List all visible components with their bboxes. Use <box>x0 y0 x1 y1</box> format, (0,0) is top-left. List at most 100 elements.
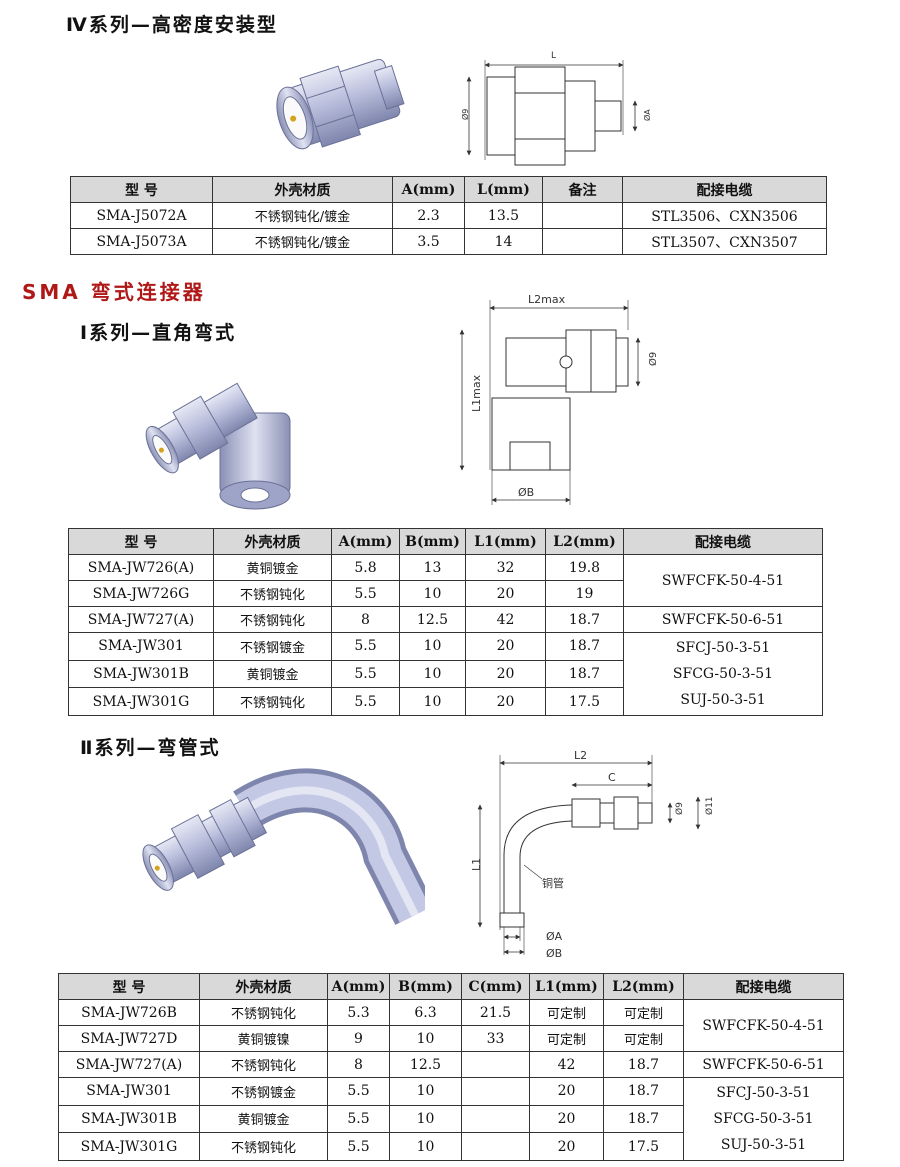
th-material: 外壳材质 <box>199 973 328 1000</box>
cell-material: 黄铜镀金 <box>213 659 332 689</box>
cell-b: 10 <box>399 580 466 607</box>
section-iv-title: Ⅳ系列—高密度安装型 <box>66 14 278 36</box>
cell-model: SMA-JW301B <box>68 659 214 689</box>
dim-d9-label: Ø9 <box>674 802 685 815</box>
cell-b: 10 <box>389 1077 462 1106</box>
cell-material: 黄铜镀金 <box>213 554 332 581</box>
dim-d11-label: Ø11 <box>704 796 715 815</box>
cell-material: 不锈钢镀金 <box>213 632 332 661</box>
cell-remark <box>542 228 623 255</box>
cell-l1: 可定制 <box>529 1025 604 1052</box>
cell-model: SMA-JW301G <box>58 1132 200 1161</box>
th-model: 型 号 <box>70 176 213 203</box>
table-row: SMA-JW727D 黄铜镀镍 9 10 33 可定制 可定制 <box>58 1025 844 1052</box>
th-cable: 配接电缆 <box>622 176 827 203</box>
cell-a: 5.5 <box>327 1104 390 1134</box>
cell-model: SMA-JW727(A) <box>58 1051 200 1078</box>
table-row: SMA-JW727(A) 不锈钢钝化 8 12.5 42 18.7 SWFCFK… <box>68 606 823 633</box>
table-row: SMA-J5072A 不锈钢钝化/镀金 2.3 13.5 STL3506、CXN… <box>70 202 827 229</box>
cell-b: 12.5 <box>389 1051 462 1078</box>
cell-b: 10 <box>399 687 466 716</box>
table-row: SMA-JW301G 不锈钢钝化 5.5 10 20 17.5 <box>58 1132 844 1161</box>
cell-material: 不锈钢钝化 <box>199 999 328 1026</box>
cell-a: 5.3 <box>327 999 390 1026</box>
cell-model: SMA-JW301 <box>68 632 214 661</box>
th-b: B(mm) <box>389 973 462 1000</box>
cell-cable: SWFCFK-50-6-51 <box>683 1051 844 1078</box>
cell-material: 不锈钢钝化 <box>199 1132 328 1161</box>
table-row: SMA-JW301B 黄铜镀金 5.5 10 20 18.7 <box>68 659 823 689</box>
dim-l1-label: L1 <box>470 858 483 871</box>
connector-i-image <box>145 382 291 510</box>
cell-material: 黄铜镀镍 <box>199 1025 328 1052</box>
cell-cable: SUJ-50-3-51 <box>720 1137 807 1153</box>
cell-l2: 19 <box>545 580 624 607</box>
cell-model: SMA-JW726G <box>68 580 214 607</box>
cell-b: 10 <box>389 1132 462 1161</box>
cell-c <box>461 1051 530 1078</box>
cell-cable-group: SFCJ-50-3-51 SFCG-50-3-51 SUJ-50-3-51 <box>683 1077 844 1161</box>
dim-l2max-label: L2max <box>528 293 566 306</box>
cell-l1: 32 <box>465 554 546 581</box>
th-cable: 配接电缆 <box>623 528 823 555</box>
cell-a: 9 <box>327 1025 390 1052</box>
cell-l2: 18.7 <box>603 1104 684 1134</box>
th-l1: L1(mm) <box>465 528 546 555</box>
cell-cable-group: SFCJ-50-3-51 SFCG-50-3-51 SUJ-50-3-51 <box>623 632 823 716</box>
cell-c <box>461 1132 530 1161</box>
cell-l2: 可定制 <box>603 1025 684 1052</box>
cell-b: 10 <box>399 632 466 661</box>
spec-table-ii: 型 号 外壳材质 A(mm) B(mm) C(mm) L1(mm) L2(mm)… <box>58 973 844 1161</box>
cell-l1: 42 <box>465 606 546 633</box>
th-a: A(mm) <box>327 973 390 1000</box>
cell-b: 6.3 <box>389 999 462 1026</box>
cell-material: 不锈钢钝化 <box>213 580 332 607</box>
connector-ii-drawing: L2 C L1 Ø9 Ø11 铜管 ØA ØB <box>470 749 715 960</box>
cell-c <box>461 1077 530 1106</box>
cell-c <box>461 1104 530 1134</box>
cell-a: 5.8 <box>331 554 400 581</box>
connector-iv-drawing: L Ø9 ØA <box>460 51 652 166</box>
table-row: SMA-JW726(A) 黄铜镀金 5.8 13 32 19.8 SWFCFK-… <box>68 554 823 607</box>
cell-l2: 18.7 <box>603 1051 684 1078</box>
cell-a: 8 <box>327 1051 390 1078</box>
dim-d9-label: Ø9 <box>647 352 659 366</box>
cell-model: SMA-JW301 <box>58 1077 200 1106</box>
connector-i-drawing: L2max L1max Ø9 ØB <box>459 293 659 505</box>
cell-material: 不锈钢钝化/镀金 <box>212 202 393 229</box>
cell-l1: 20 <box>465 580 546 607</box>
cell-l: 13.5 <box>464 202 543 229</box>
cell-a: 5.5 <box>331 687 400 716</box>
table-row: SMA-JW727(A) 不锈钢钝化 8 12.5 42 18.7 SWFCFK… <box>58 1051 844 1078</box>
table-row: SMA-JW301G 不锈钢钝化 5.5 10 20 17.5 <box>68 687 823 716</box>
dim-b-label: ØB <box>518 486 534 499</box>
dim-b-label: ØB <box>546 947 562 960</box>
cell-a: 5.5 <box>331 632 400 661</box>
cell-c: 21.5 <box>461 999 530 1026</box>
cell-model: SMA-JW726B <box>58 999 200 1026</box>
th-c: C(mm) <box>461 973 530 1000</box>
cell-b: 13 <box>399 554 466 581</box>
cell-l2: 18.7 <box>545 659 624 689</box>
cell-model: SMA-JW301B <box>58 1104 200 1134</box>
table-row: SMA-JW726G 不锈钢钝化 5.5 10 20 19 <box>68 580 823 607</box>
dim-d9-label: Ø9 <box>460 109 470 120</box>
connector-ii-image <box>142 768 425 925</box>
cell-a: 8 <box>331 606 400 633</box>
cell-cable: SWFCFK-50-6-51 <box>623 606 823 633</box>
cell-cable: SWFCFK-50-4-51 <box>623 554 823 607</box>
section-ii-title: Ⅱ系列—弯管式 <box>80 737 221 759</box>
table-row: SMA-JW301 不锈钢镀金 5.5 10 20 18.7 SFCJ-50-3… <box>58 1077 844 1161</box>
section-bent-title: SMA 弯式连接器 <box>22 280 206 304</box>
cell-a: 5.5 <box>331 580 400 607</box>
cell-l: 14 <box>464 228 543 255</box>
cell-model: SMA-JW727D <box>58 1025 200 1052</box>
cell-cable: STL3506、CXN3506 <box>622 202 827 229</box>
cell-material: 黄铜镀金 <box>199 1104 328 1134</box>
cell-l2: 18.7 <box>603 1077 684 1106</box>
cell-l1: 可定制 <box>529 999 604 1026</box>
cell-material: 不锈钢钝化 <box>213 606 332 633</box>
cell-l2: 17.5 <box>603 1132 684 1161</box>
dim-a-label: ØA <box>642 109 652 121</box>
cell-cable: SFCJ-50-3-51 <box>675 640 771 656</box>
